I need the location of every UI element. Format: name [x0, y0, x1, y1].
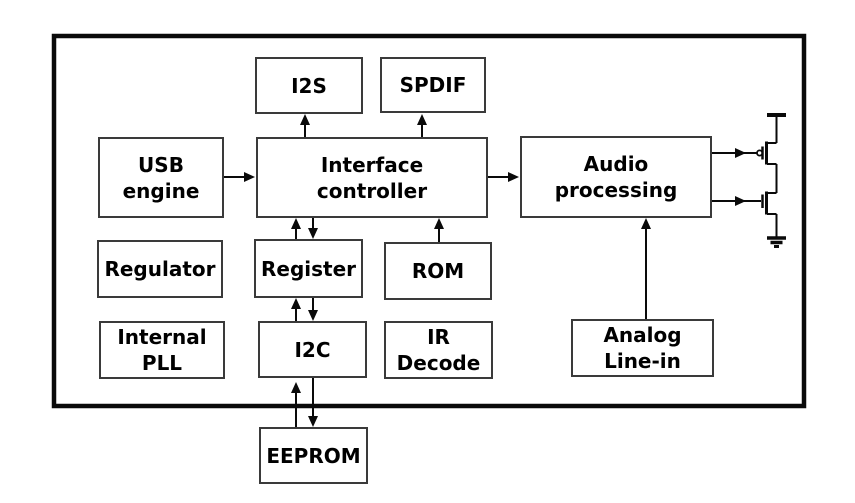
arrow-i2c-to-register: [291, 298, 301, 321]
arrow-interface-controller-to-i2s: [300, 114, 310, 137]
block-internal-pll-label: Internal PLL: [117, 325, 207, 375]
arrow-audio-processing-to-nmos-gate: [712, 196, 761, 206]
arrow-register-to-interface-controller: [291, 218, 301, 239]
block-interface-controller: Interface controller: [256, 137, 488, 218]
block-register-label: Register: [260, 256, 357, 281]
chip-boundary: [51, 33, 807, 409]
nmos-transistor-icon: [761, 191, 777, 215]
block-usb-engine: USB engine: [98, 137, 224, 218]
vdd-rail-icon: [767, 113, 786, 143]
block-analog-line-in-label: Analog Line-in: [603, 323, 682, 373]
arrow-analog-line-in-to-audio-processing: [641, 218, 651, 319]
arrow-interface-controller-to-register: [308, 218, 318, 239]
block-internal-pll: Internal PLL: [99, 321, 225, 379]
block-rom: ROM: [384, 242, 492, 300]
arrow-rom-to-interface-controller: [434, 218, 444, 242]
block-spdif-label: SPDIF: [399, 73, 467, 97]
block-eeprom-label: EEPROM: [266, 443, 361, 468]
block-rom-label: ROM: [411, 259, 465, 283]
block-i2c-label: I2C: [294, 337, 331, 362]
arrow-register-to-i2c: [308, 298, 318, 321]
block-spdif: SPDIF: [380, 57, 486, 113]
block-eeprom: EEPROM: [259, 427, 368, 484]
block-regulator-label: Regulator: [104, 257, 216, 281]
block-ir-decode-label: IR Decode: [396, 325, 481, 375]
ground-icon: [767, 214, 786, 248]
arrow-interface-controller-to-audio-processing: [488, 172, 519, 182]
block-usb-engine-label: USB engine: [122, 152, 200, 203]
block-interface-controller-label: Interface controller: [316, 152, 428, 203]
block-ir-decode: IR Decode: [384, 321, 493, 379]
arrow-eeprom-to-i2c: [291, 382, 301, 427]
block-analog-line-in: Analog Line-in: [571, 319, 714, 377]
block-register: Register: [254, 239, 363, 298]
arrow-usb-to-interface-controller: [224, 172, 255, 182]
block-audio-processing-label: Audio processing: [554, 152, 678, 202]
arrow-interface-controller-to-spdif: [417, 114, 427, 137]
arrow-audio-processing-to-pmos-gate: [712, 148, 757, 158]
pmos-transistor-icon: [756, 141, 777, 165]
block-i2s-label: I2S: [291, 73, 327, 98]
block-i2s: I2S: [255, 57, 363, 114]
block-audio-processing: Audio processing: [520, 136, 712, 218]
block-i2c: I2C: [258, 321, 367, 378]
block-regulator: Regulator: [97, 240, 223, 298]
arrow-i2c-to-eeprom: [308, 378, 318, 427]
